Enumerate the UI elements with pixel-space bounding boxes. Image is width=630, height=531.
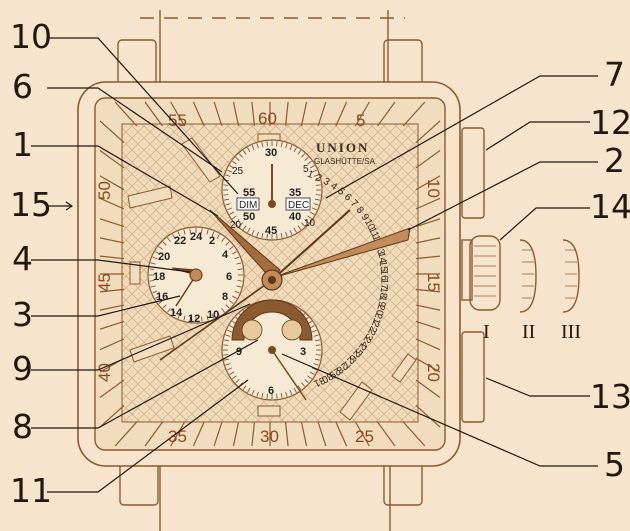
subdial-tick — [223, 345, 228, 346]
month-window: DEC — [288, 200, 309, 211]
crown-label-i: I — [483, 321, 490, 343]
subdial-tick — [316, 345, 321, 346]
subdial-bottom-3: 3 — [300, 346, 306, 358]
subdial-top-55: 55 — [243, 187, 255, 199]
subdial-left-2: 2 — [209, 235, 215, 247]
subdial-top-30: 30 — [265, 147, 277, 159]
subdial-tick — [316, 185, 321, 186]
rim-numeral-15: 15 — [424, 273, 443, 292]
subdial-left-8: 8 — [222, 291, 228, 303]
subdial-tick — [223, 195, 228, 196]
crown-label-ii: II — [522, 321, 535, 343]
day-window: DIM — [239, 200, 257, 211]
rim-numeral-60: 60 — [258, 109, 277, 128]
subdial-tick — [223, 355, 228, 356]
callout-14: 14 — [590, 187, 630, 226]
callout-9: 9 — [12, 349, 33, 388]
rim-numeral-5: 5 — [356, 111, 365, 130]
crown-position-labels: I II III — [483, 321, 581, 343]
subdial-top-40: 40 — [289, 211, 301, 223]
upper-strap — [118, 10, 422, 90]
subdial-top-35: 35 — [289, 187, 301, 199]
brand-name: UNION — [316, 140, 369, 155]
subdial-left-4: 4 — [222, 249, 229, 261]
subdial-top-50: 50 — [243, 211, 255, 223]
subdial-left-6: 6 — [226, 271, 232, 283]
subdial-left-14: 14 — [170, 307, 183, 319]
rim-numeral-40: 40 — [95, 363, 114, 382]
subdial-left-24: 24 — [190, 231, 203, 243]
rim-numeral-20: 20 — [424, 363, 443, 382]
callout-10: 10 — [10, 17, 52, 56]
callout-3: 3 — [12, 295, 33, 334]
callout-1: 1 — [12, 125, 33, 164]
callout-13: 13 — [590, 377, 630, 416]
subdial-left-22: 22 — [174, 235, 186, 247]
subdial-moonphase: 3 6 9 — [222, 300, 322, 400]
subdial-tick — [267, 141, 268, 146]
callout-7: 7 — [604, 55, 625, 94]
subdial-day-month: 30 55 35 50 40 45 25 5 20 10 DIM DEC — [222, 140, 322, 240]
subdial-top-10: 10 — [304, 218, 316, 229]
callout-8: 8 — [12, 407, 33, 446]
rim-numeral-30: 30 — [260, 427, 279, 446]
callout-15: 15 — [10, 185, 52, 224]
callout-11: 11 — [10, 471, 52, 510]
subdial-tick — [277, 141, 278, 146]
callout-4: 4 — [12, 239, 33, 278]
pushers — [462, 128, 484, 422]
rim-numeral-35: 35 — [168, 427, 187, 446]
subdial-bottom-6: 6 — [268, 385, 274, 397]
callout-5: 5 — [604, 445, 625, 484]
subdial-left-18: 18 — [153, 271, 165, 283]
callout-12: 12 — [590, 103, 630, 142]
subdial-top-45: 45 — [265, 225, 277, 237]
rim-numeral-10: 10 — [424, 179, 443, 198]
subdial-left-20: 20 — [158, 251, 170, 263]
rim-numeral-50: 50 — [95, 181, 114, 200]
rim-numeral-25: 25 — [355, 427, 374, 446]
rim-numeral-45: 45 — [95, 273, 114, 292]
subdial-tick — [277, 394, 278, 399]
callout-2: 2 — [604, 141, 625, 180]
subdial-tick — [316, 195, 321, 196]
subdial-tick — [223, 185, 228, 186]
crown-label-iii: III — [561, 321, 581, 343]
subdial-top-25: 25 — [232, 166, 244, 177]
callout-6: 6 — [12, 67, 33, 106]
subdial-tick — [316, 355, 321, 356]
subdial-left-12: 12 — [188, 313, 200, 325]
crown-position-ii — [520, 240, 536, 312]
brand-subtitle: GLASHÜTTE/SA. — [314, 157, 377, 166]
crown-position-iii — [563, 240, 579, 312]
crown — [462, 236, 500, 310]
